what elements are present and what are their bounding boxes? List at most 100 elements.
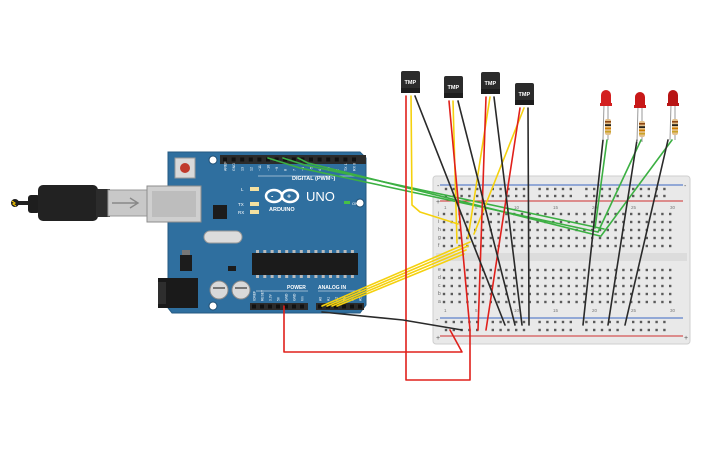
- rail-hole[interactable]: [554, 320, 557, 324]
- breadboard-hole[interactable]: [559, 228, 563, 232]
- red-wire[interactable]: [477, 96, 487, 331]
- breadboard-hole[interactable]: [575, 220, 578, 224]
- breadboard-hole[interactable]: [450, 292, 453, 296]
- header-pin[interactable]: [343, 157, 348, 162]
- breadboard-hole[interactable]: [458, 228, 461, 232]
- breadboard-hole[interactable]: [450, 284, 453, 288]
- breadboard-hole[interactable]: [442, 220, 446, 224]
- power-pin[interactable]: [284, 304, 288, 309]
- breadboard-hole[interactable]: [653, 292, 656, 296]
- breadboard-hole[interactable]: [474, 292, 477, 296]
- breadboard-hole[interactable]: [614, 244, 617, 248]
- breadboard-hole[interactable]: [552, 268, 555, 272]
- breadboard-hole[interactable]: [458, 300, 461, 304]
- breadboard-hole[interactable]: [567, 212, 570, 216]
- breadboard-hole[interactable]: [606, 228, 609, 232]
- breadboard-hole[interactable]: [544, 276, 547, 280]
- rail-hole[interactable]: [554, 328, 557, 332]
- breadboard-hole[interactable]: [622, 276, 625, 280]
- breadboard-hole[interactable]: [637, 236, 641, 240]
- breadboard-hole[interactable]: [567, 292, 570, 296]
- rail-hole[interactable]: [515, 328, 518, 332]
- breadboard-hole[interactable]: [591, 268, 594, 272]
- rail-hole[interactable]: [515, 187, 518, 191]
- breadboard-hole[interactable]: [497, 212, 500, 216]
- breadboard-hole[interactable]: [614, 268, 617, 272]
- rail-hole[interactable]: [585, 320, 588, 324]
- breadboard-hole[interactable]: [559, 236, 563, 240]
- rail-hole[interactable]: [639, 328, 643, 332]
- rail-hole[interactable]: [593, 328, 596, 332]
- breadboard-hole[interactable]: [669, 276, 672, 280]
- breadboard-hole[interactable]: [552, 284, 555, 288]
- breadboard-hole[interactable]: [669, 300, 672, 304]
- breadboard-hole[interactable]: [622, 284, 625, 288]
- breadboard-hole[interactable]: [598, 276, 602, 280]
- breadboard-hole[interactable]: [528, 276, 531, 280]
- rail-hole[interactable]: [499, 328, 502, 332]
- breadboard-hole[interactable]: [669, 268, 672, 272]
- breadboard-hole[interactable]: [481, 220, 485, 224]
- breadboard-hole[interactable]: [544, 284, 547, 288]
- breadboard-hole[interactable]: [637, 244, 641, 248]
- breadboard-hole[interactable]: [653, 284, 656, 288]
- rail-hole[interactable]: [585, 194, 588, 198]
- breadboard-hole[interactable]: [513, 300, 516, 304]
- breadboard-hole[interactable]: [669, 236, 672, 240]
- breadboard-hole[interactable]: [645, 292, 648, 296]
- breadboard-hole[interactable]: [622, 236, 625, 240]
- breadboard-hole[interactable]: [450, 276, 453, 280]
- breadboard-hole[interactable]: [528, 220, 531, 224]
- breadboard-hole[interactable]: [481, 300, 485, 304]
- breadboard-hole[interactable]: [497, 220, 500, 224]
- yellow-wire[interactable]: [467, 96, 491, 239]
- rail-hole[interactable]: [476, 320, 479, 324]
- led-dome[interactable]: [601, 90, 611, 104]
- sensor-body[interactable]: [401, 71, 420, 91]
- breadboard-hole[interactable]: [583, 244, 586, 248]
- breadboard-hole[interactable]: [559, 212, 563, 216]
- breadboard-hole[interactable]: [598, 220, 602, 224]
- rail-hole[interactable]: [561, 194, 565, 198]
- breadboard-hole[interactable]: [630, 284, 633, 288]
- breadboard-hole[interactable]: [505, 212, 508, 216]
- breadboard-hole[interactable]: [583, 276, 586, 280]
- breadboard-hole[interactable]: [559, 276, 563, 280]
- breadboard-hole[interactable]: [544, 300, 547, 304]
- breadboard-hole[interactable]: [559, 284, 563, 288]
- power-pin[interactable]: [292, 304, 296, 309]
- breadboard-hole[interactable]: [474, 244, 477, 248]
- rail-hole[interactable]: [444, 187, 448, 191]
- breadboard-hole[interactable]: [606, 220, 609, 224]
- breadboard-hole[interactable]: [583, 268, 586, 272]
- breadboard-hole[interactable]: [598, 244, 602, 248]
- breadboard-hole[interactable]: [528, 284, 531, 288]
- breadboard-hole[interactable]: [583, 228, 586, 232]
- analog-pin[interactable]: [318, 304, 322, 309]
- rail-hole[interactable]: [647, 328, 650, 332]
- breadboard-hole[interactable]: [661, 228, 664, 232]
- header-pin[interactable]: [352, 157, 356, 162]
- breadboard-hole[interactable]: [606, 300, 609, 304]
- breadboard-hole[interactable]: [637, 300, 641, 304]
- rail-hole[interactable]: [468, 194, 471, 198]
- breadboard-hole[interactable]: [474, 276, 477, 280]
- breadboard-hole[interactable]: [630, 292, 633, 296]
- green-wire[interactable]: [297, 157, 601, 237]
- breadboard-hole[interactable]: [583, 220, 586, 224]
- breadboard-hole[interactable]: [661, 268, 664, 272]
- breadboard-hole[interactable]: [489, 220, 492, 224]
- breadboard-hole[interactable]: [450, 300, 453, 304]
- breadboard-hole[interactable]: [661, 276, 664, 280]
- rail-hole[interactable]: [507, 320, 510, 324]
- rail-hole[interactable]: [655, 194, 658, 198]
- rail-hole[interactable]: [452, 187, 455, 191]
- rail-hole[interactable]: [616, 328, 619, 332]
- breadboard-hole[interactable]: [653, 212, 656, 216]
- breadboard-hole[interactable]: [528, 268, 531, 272]
- breadboard-hole[interactable]: [505, 244, 508, 248]
- breadboard-hole[interactable]: [458, 284, 461, 288]
- breadboard-hole[interactable]: [458, 292, 461, 296]
- header-pin[interactable]: [291, 157, 296, 162]
- usb-plug-body[interactable]: [38, 185, 98, 221]
